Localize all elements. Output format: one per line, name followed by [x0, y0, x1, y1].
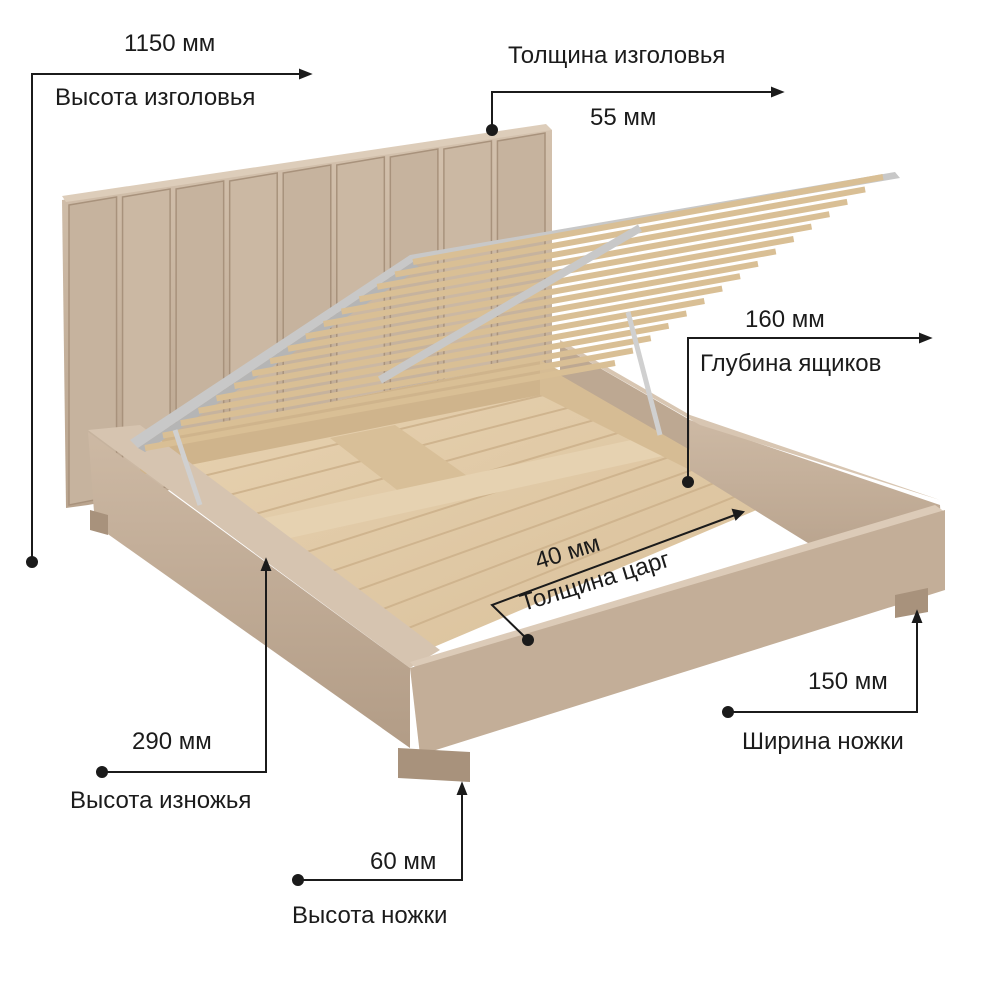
side-rail-left-top	[88, 425, 440, 668]
dimension-line-headboard-height	[31, 73, 300, 560]
arrow-footboard-height	[260, 557, 272, 571]
leg-height-value: 60 мм	[370, 848, 437, 875]
foot-rail	[410, 505, 945, 755]
lift-slat	[180, 335, 652, 427]
dimension-lines	[26, 68, 933, 886]
drawer-depth-value: 160 мм	[745, 306, 825, 333]
footboard-height-label: Высота изножья	[70, 787, 252, 814]
leg-front	[398, 748, 470, 782]
dot-frame-thickness	[522, 634, 534, 646]
arrow-frame-thickness	[731, 508, 746, 521]
dimension-line-leg-height	[298, 792, 463, 881]
floor-slat	[364, 473, 737, 617]
leg-right	[895, 588, 928, 618]
side-rail-left-face	[88, 432, 410, 748]
floor-slat	[339, 460, 715, 598]
side-rail-left	[88, 425, 440, 748]
leg-width-value: 150 мм	[808, 668, 888, 695]
lift-slat	[287, 260, 759, 352]
headboard-thickness-value: 55 мм	[590, 104, 657, 131]
lift-slat	[162, 347, 634, 439]
leg-width-label: Ширина ножки	[742, 728, 904, 755]
dimension-line-leg-width	[728, 620, 918, 713]
box-divider-cross	[255, 435, 690, 538]
leg-height-label: Высота ножки	[292, 902, 448, 929]
lift-frame-cross	[377, 224, 643, 384]
dimension-line-headboard-thickness	[491, 91, 772, 128]
arrow-leg-width	[911, 609, 923, 623]
drawer-depth-label: Глубина ящиков	[700, 350, 882, 377]
dimension-line-frame-thickness	[490, 514, 736, 641]
headboard-height-value: 1150 мм	[124, 30, 216, 57]
dot-headboard-height	[26, 556, 38, 568]
gas-strut-right	[625, 311, 663, 436]
dimension-line-drawer-depth	[687, 337, 920, 482]
dot-leg-width	[722, 706, 734, 718]
legs	[90, 510, 928, 782]
box-right-wall	[540, 360, 690, 470]
lift-slat	[215, 310, 688, 402]
headboard-thickness-label: Толщина изголовья	[508, 42, 726, 69]
footboard-height-value: 290 мм	[132, 728, 212, 755]
headboard-height-label: Высота изголовья	[55, 84, 256, 111]
lift-slat	[269, 273, 741, 365]
headboard-channels	[68, 132, 546, 506]
lift-slat	[144, 360, 616, 451]
dot-headboard-thickness	[486, 124, 498, 136]
arrow-drawer-depth	[919, 332, 933, 344]
dot-footboard-height	[96, 766, 108, 778]
lift-frame	[130, 172, 900, 506]
lift-slat	[233, 298, 705, 389]
arrow-headboard-height	[299, 68, 313, 80]
box-back-wall	[140, 360, 540, 475]
dot-leg-height	[292, 874, 304, 886]
leg-left	[90, 510, 108, 535]
lift-slat	[198, 322, 670, 414]
headboard-top-edge	[62, 124, 552, 202]
dimension-line-footboard-height	[102, 568, 267, 773]
lift-slat	[412, 174, 884, 265]
foot-rail-face	[410, 510, 945, 755]
arrow-headboard-thickness	[771, 86, 785, 98]
lift-slat	[305, 248, 777, 340]
lift-slat	[251, 285, 723, 377]
floor-slat	[314, 448, 694, 578]
floor-slat	[389, 486, 759, 637]
arrow-leg-height	[456, 781, 468, 795]
dot-drawer-depth	[682, 476, 694, 488]
lift-slat	[323, 236, 795, 327]
gas-strut-left	[172, 429, 203, 506]
storage-box	[140, 360, 780, 655]
